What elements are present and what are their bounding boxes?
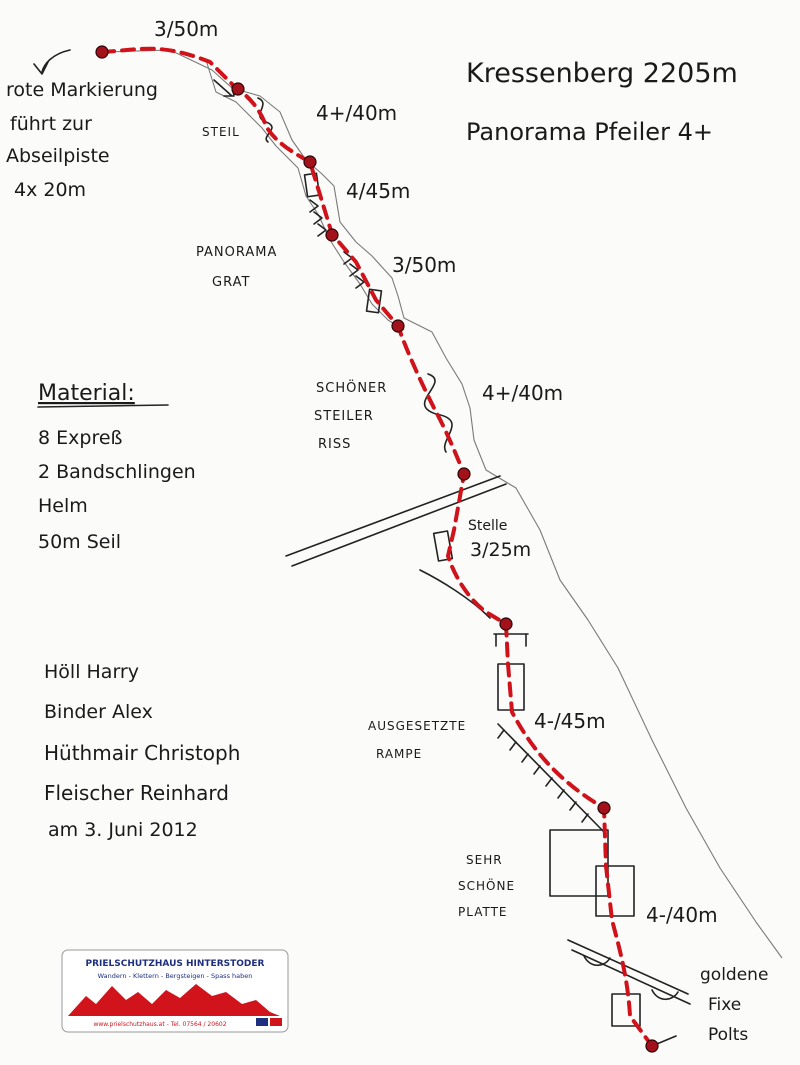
material-item-4: 50m Seil: [38, 531, 121, 553]
climber-3: Hüthmair Christoph: [44, 741, 240, 765]
climber-2: Binder Alex: [44, 701, 153, 723]
belay-7: [499, 617, 513, 631]
hut-card-badge-2: [270, 1018, 282, 1026]
left-ridge-outline: [205, 59, 405, 331]
label-stelle: Stelle: [468, 518, 507, 534]
climbers-list: Höll Harry Binder Alex Hüthmair Christop…: [44, 661, 240, 841]
pitch-1-grade: 3/50m: [154, 17, 218, 41]
belay-8: [597, 801, 611, 815]
mountain-logo: [68, 984, 280, 1016]
hut-card-footer: www.prielschutzhaus.at - Tel. 07564 / 20…: [93, 1021, 226, 1028]
label-polts: Polts: [708, 1025, 748, 1045]
pitch-4-grade: 3/50m: [392, 253, 456, 277]
descent-line-4: 4x 20m: [14, 179, 86, 201]
material-heading: Material:: [38, 381, 135, 406]
label-platte: PLATTE: [458, 905, 508, 919]
descent-arrow-head: [33, 61, 49, 75]
ridge-outline: [103, 49, 783, 959]
platte-box-2: [595, 865, 635, 917]
label-sehr: SEHR: [466, 853, 503, 867]
rampe-hatching: [497, 729, 589, 823]
pitch-6-grade: 3/25m: [470, 539, 531, 561]
terrain-lines: [33, 49, 783, 1047]
label-fixe: Fixe: [708, 995, 741, 1015]
material-item-3: Helm: [38, 495, 88, 517]
stelle-ledge: [419, 569, 491, 619]
label-grat: GRAT: [212, 275, 250, 290]
topo-subtitle: Panorama Pfeiler 4+: [466, 118, 713, 146]
material-underline: [37, 404, 169, 408]
belay-1: [95, 45, 109, 59]
label-riss: RISS: [318, 437, 351, 452]
climbing-route: [100, 46, 654, 1048]
label-goldene: goldene: [700, 965, 768, 985]
gold-bolt-2: [651, 989, 679, 1001]
hut-card-tagline: Wandern - Klettern - Bergsteigen - Spass…: [98, 972, 253, 980]
belay-bracket: [493, 633, 529, 647]
pitch-3-grade: 4/45m: [346, 179, 410, 203]
belay-5: [391, 319, 405, 333]
grat-chevrons-1: [309, 199, 327, 237]
platte-box-1: [549, 829, 609, 897]
hut-card-name: PRIELSCHUTZHAUS HINTERSTODER: [86, 959, 265, 969]
descent-note: rote Markierung führt zur Abseilpiste 4x…: [6, 79, 158, 201]
descent-line-2: führt zur: [10, 113, 92, 135]
descent-line-1: rote Markierung: [6, 79, 158, 101]
belay-6: [457, 467, 471, 481]
ledge-band-2: [567, 939, 691, 1005]
label-panorama: PANORAMA: [196, 245, 277, 260]
belay-stations: [95, 45, 659, 1053]
stelle-box: [432, 530, 454, 562]
belay-9: [645, 1039, 659, 1053]
pitch-5-grade: 4+/40m: [482, 381, 563, 405]
belay-3: [303, 155, 317, 169]
label-ausgesetzte: AUSGESETZTE: [368, 719, 466, 733]
material-list: Material: 8 Expreß 2 Bandschlingen Helm …: [37, 381, 196, 553]
gold-bolt-1: [583, 955, 611, 967]
ledge-band-1: [285, 475, 507, 567]
climber-1: Höll Harry: [44, 661, 139, 683]
label-steil: STEIL: [202, 125, 240, 139]
feature-box-1: [303, 172, 321, 198]
belay-4: [325, 228, 339, 242]
label-rampe: RAMPE: [376, 747, 422, 761]
label-steiler: STEILER: [314, 409, 374, 424]
belay-2: [231, 82, 245, 96]
hut-card: PRIELSCHUTZHAUS HINTERSTODER Wandern - K…: [61, 949, 289, 1033]
label-schoene: SCHÖNE: [458, 877, 515, 893]
material-item-2: 2 Bandschlingen: [38, 461, 196, 483]
pitch-7-grade: 4-/45m: [534, 709, 606, 733]
topo-title: Kressenberg 2205m: [466, 58, 738, 89]
label-schoener: SCHÖNER: [316, 379, 387, 396]
hut-card-badge-1: [256, 1018, 268, 1026]
descent-line-3: Abseilpiste: [6, 145, 110, 167]
ascent-date: am 3. Juni 2012: [48, 819, 198, 841]
pitch-2-grade: 4+/40m: [316, 101, 397, 125]
climber-4: Fleischer Reinhard: [44, 781, 229, 805]
pitch-8-grade: 4-/40m: [646, 903, 718, 927]
feature-labels: STEIL PANORAMA GRAT SCHÖNER STEILER RISS…: [196, 125, 768, 1045]
pitch-grades: 3/50m 4+/40m 4/45m 3/50m 4+/40m 3/25m 4-…: [154, 17, 718, 927]
descent-arrow: [41, 49, 71, 73]
material-item-1: 8 Expreß: [38, 427, 123, 449]
